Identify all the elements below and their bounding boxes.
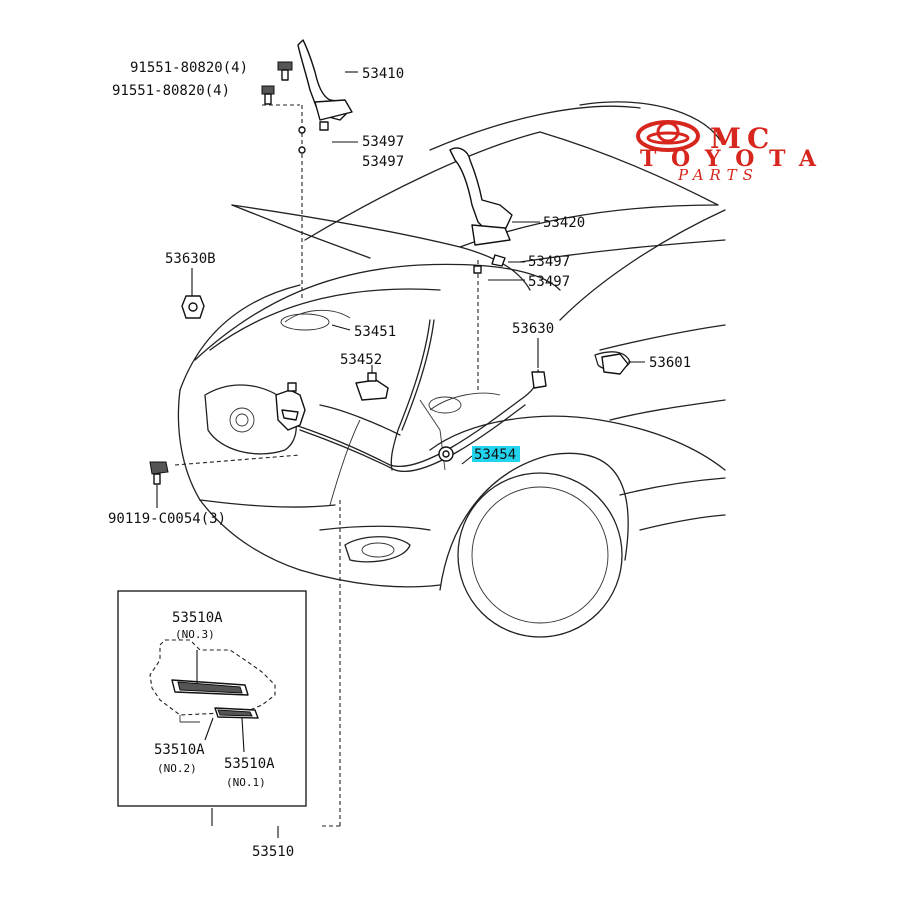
part-number-labels: 91551-80820(4) 91551-80820(4) 53410 5349… [108, 60, 691, 860]
label-53497-b[interactable]: 53497 [362, 154, 404, 170]
label-53510[interactable]: 53510 [252, 844, 294, 860]
label-53497-a[interactable]: 53497 [362, 134, 404, 150]
bolt-91551-80820[interactable] [261, 61, 293, 105]
inset-label-no3: (NO.3) [175, 628, 215, 641]
inset-frame [117, 590, 307, 807]
clip-53630b[interactable] [181, 295, 205, 319]
label-91551-80820-a[interactable]: 91551-80820(4) [130, 60, 248, 76]
label-53601[interactable]: 53601 [649, 355, 691, 371]
car-body-outline [177, 101, 726, 638]
leader-lines [156, 71, 645, 838]
label-53410[interactable]: 53410 [362, 66, 404, 82]
label-53454[interactable]: 53454 [474, 447, 516, 463]
label-91551-80820-b[interactable]: 91551-80820(4) [112, 83, 230, 99]
hood-lock-assembly[interactable] [275, 382, 306, 431]
label-53420[interactable]: 53420 [543, 215, 585, 231]
label-90119-c0054[interactable]: 90119-C0054(3) [108, 511, 226, 527]
hood-hinge-rh-53420[interactable] [449, 147, 513, 274]
label-53497-d[interactable]: 53497 [528, 274, 570, 290]
hood-release-handle-53601[interactable] [601, 353, 629, 375]
inset-label-53510a-no2[interactable]: 53510A [154, 742, 205, 758]
logo-parts-text: PARTS [677, 166, 759, 184]
omc-toyota-parts-logo: MC TOYOTA PARTS [636, 120, 816, 184]
inset-label-no1: (NO.1) [226, 776, 266, 789]
toyota-emblem-icon [636, 120, 700, 152]
label-53630[interactable]: 53630 [512, 321, 554, 337]
label-53451[interactable]: 53451 [354, 324, 396, 340]
inset-label-no2: (NO.2) [157, 762, 197, 775]
label-53630b[interactable]: 53630B [165, 251, 216, 267]
highlight-53454 [472, 446, 520, 462]
bolt-90119-c0054[interactable] [149, 461, 169, 485]
clip-53630[interactable] [531, 371, 547, 389]
inset-hood-lock-detail: 53510A (NO.3) 53510A (NO.2) 53510A (NO.1… [117, 590, 307, 807]
grommet-53454[interactable] [438, 446, 454, 462]
hood-support-53452[interactable] [355, 372, 389, 401]
label-53497-c[interactable]: 53497 [528, 254, 570, 270]
assembly-guide-lines [174, 104, 479, 827]
label-53452[interactable]: 53452 [340, 352, 382, 368]
inset-label-53510a-no3[interactable]: 53510A [172, 610, 223, 626]
hood-hinge-lh-53410[interactable] [297, 39, 353, 154]
hood-release-cable [294, 319, 540, 473]
inset-label-53510a-no1[interactable]: 53510A [224, 756, 275, 772]
logo-mc-text: MC [710, 122, 775, 155]
